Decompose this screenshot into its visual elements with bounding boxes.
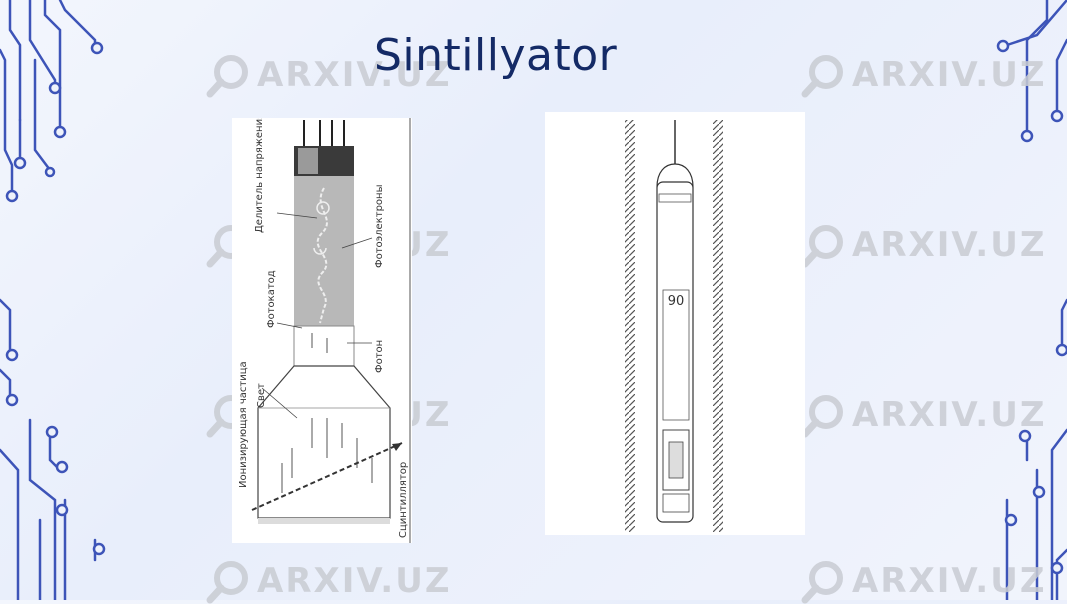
watermark-text: ARXIV.UZ <box>852 395 1047 435</box>
label-divider: Делитель напряжения <box>254 118 265 233</box>
watermark: ARXIV.UZ <box>800 558 1046 604</box>
magnifier-icon <box>206 561 248 604</box>
circuit-decoration-left <box>0 0 106 600</box>
watermark-text: ARXIV.UZ <box>852 225 1047 265</box>
watermark-text: ARXIV.UZ <box>852 55 1047 95</box>
magnifier-icon <box>801 561 843 604</box>
watermark: ARXIV.UZ <box>800 52 1046 98</box>
magnifier-icon <box>801 55 843 98</box>
watermark: ARXIV.UZ <box>800 392 1046 438</box>
watermark-text: ARXIV.UZ <box>257 55 452 95</box>
label-light: Свет <box>256 383 267 408</box>
watermark: ARXIV.UZ <box>205 558 451 604</box>
label-scintillator: Сцинтиллятор <box>398 462 409 538</box>
magnifier-icon <box>801 395 843 438</box>
watermark: ARXIV.UZ <box>800 222 1046 268</box>
watermark-text: ARXIV.UZ <box>257 561 452 601</box>
magnifier-icon <box>206 55 248 98</box>
scintillator-diagram: Делитель напряжения Фотокатод Фотоэлектр… <box>232 118 412 543</box>
label-particle: Ионизирующая частица <box>238 361 249 488</box>
label-photon: Фотон <box>374 340 385 373</box>
watermark: ARXIV.UZ <box>205 52 451 98</box>
circuit-decoration-right <box>996 0 1067 600</box>
label-photocathode: Фотокатод <box>266 270 277 328</box>
probe-mark: 90 <box>668 294 685 309</box>
magnifier-icon <box>801 225 843 268</box>
label-photoelectrons: Фотоэлектроны <box>374 185 385 268</box>
watermark-text: ARXIV.UZ <box>852 561 1047 601</box>
borehole-probe-diagram: 90 <box>545 112 805 535</box>
slide-title: Sintillyator <box>374 30 618 81</box>
